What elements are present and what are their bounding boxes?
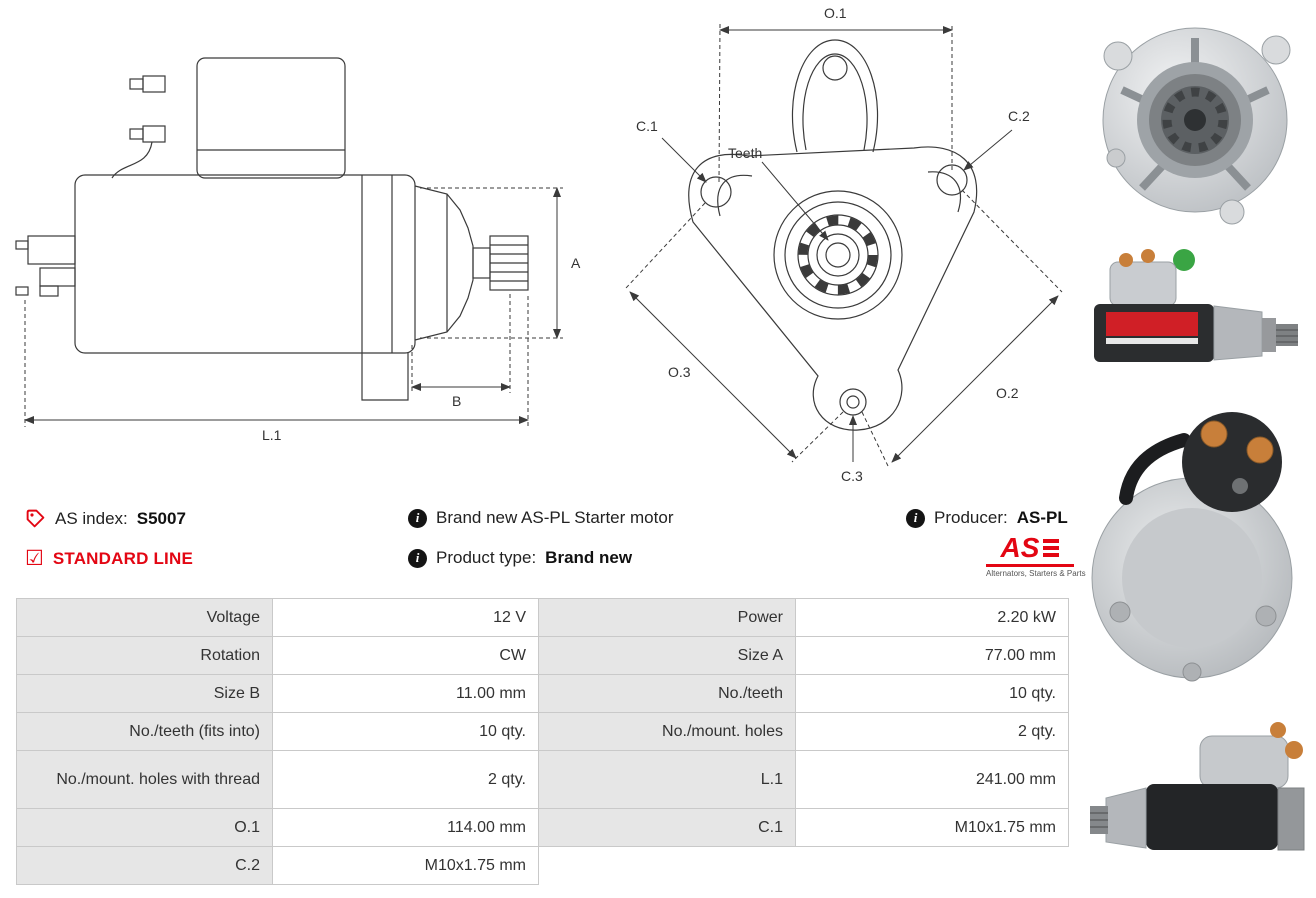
dim-label-c3: C.3 <box>841 468 863 484</box>
spec-label: No./teeth <box>538 674 796 713</box>
spec-value-empty <box>795 846 1069 885</box>
spec-row: C.2 M10x1.75 mm <box>16 846 1069 885</box>
spec-value: 241.00 mm <box>795 750 1069 809</box>
aspl-logo-tagline: Alternators, Starters & Parts <box>986 569 1086 578</box>
spec-value: 10 qty. <box>272 712 539 751</box>
spec-value: 10 qty. <box>795 674 1069 713</box>
standard-line-label: STANDARD LINE <box>52 548 193 568</box>
spec-label: C.1 <box>538 808 796 847</box>
product-photo-side-label <box>1094 249 1298 362</box>
spec-value: 2.20 kW <box>795 598 1069 637</box>
info-icon: i <box>408 548 427 568</box>
checkbox-icon: ☑ <box>25 547 44 570</box>
side-dimension-lines <box>24 187 563 427</box>
spec-label: No./teeth (fits into) <box>16 712 273 751</box>
spec-label: Size A <box>538 636 796 675</box>
spec-table: Voltage 12 V Power 2.20 kW Rotation CW S… <box>16 598 1069 885</box>
product-photo-front <box>1102 27 1291 225</box>
product-photo-rear <box>1091 412 1293 682</box>
spec-label: L.1 <box>538 750 796 809</box>
brand-new-text: Brand new AS-PL Starter motor <box>436 508 674 527</box>
aspl-logo: AS Alternators, Starters & Parts <box>986 532 1086 578</box>
aspl-logo-rule <box>986 564 1074 567</box>
producer-row: i Producer: AS-PL <box>906 508 1068 528</box>
product-type-label: Product type: <box>436 548 537 567</box>
spec-value: 77.00 mm <box>795 636 1069 675</box>
dim-label-c2: C.2 <box>1008 108 1030 124</box>
spec-label: No./mount. holes <box>538 712 796 751</box>
spec-label: Rotation <box>16 636 273 675</box>
spec-row: No./mount. holes with thread 2 qty. L.1 … <box>16 750 1069 809</box>
dim-label-teeth: Teeth <box>728 145 762 161</box>
dim-label-o2: O.2 <box>996 385 1019 401</box>
spec-value: M10x1.75 mm <box>272 846 539 885</box>
spec-value: M10x1.75 mm <box>795 808 1069 847</box>
info-icon: i <box>408 508 427 528</box>
aspl-logo-text: AS <box>1000 532 1040 563</box>
dim-label-b: B <box>452 393 461 409</box>
spec-value: 12 V <box>272 598 539 637</box>
spec-value: 114.00 mm <box>272 808 539 847</box>
standard-line-row: ☑ STANDARD LINE <box>25 548 193 569</box>
dim-label-c1: C.1 <box>636 118 658 134</box>
spec-row: O.1 114.00 mm C.1 M10x1.75 mm <box>16 808 1069 847</box>
spec-value: 2 qty. <box>272 750 539 809</box>
dim-label-a: A <box>571 255 581 271</box>
spec-label: Voltage <box>16 598 273 637</box>
product-photos-column <box>1080 0 1316 898</box>
info-icon: i <box>906 508 925 528</box>
spec-label: C.2 <box>16 846 273 885</box>
spec-label: O.1 <box>16 808 273 847</box>
technical-drawing-side-view: A B L.1 <box>15 57 581 443</box>
dim-label-l1: L.1 <box>262 427 282 443</box>
as-index-row: AS index: S5007 <box>25 508 186 529</box>
product-type-value: Brand new <box>545 548 633 567</box>
spec-label: Size B <box>16 674 273 713</box>
starter-side-outline <box>15 57 529 401</box>
brand-new-row: i Brand new AS-PL Starter motor <box>408 508 673 528</box>
dim-label-o1: O.1 <box>824 5 847 21</box>
starter-front-outline <box>688 39 978 431</box>
producer-label: Producer: <box>934 508 1008 527</box>
spec-row: No./teeth (fits into) 10 qty. No./mount.… <box>16 712 1069 751</box>
aspl-logo-stripes-icon <box>1043 539 1060 557</box>
spec-row: Rotation CW Size A 77.00 mm <box>16 636 1069 675</box>
spec-label: Power <box>538 598 796 637</box>
technical-drawing-front-view: O.1 C.1 C.2 Teeth O.3 O.2 C.3 <box>625 5 1063 484</box>
dim-label-o3: O.3 <box>668 364 691 380</box>
spec-row: Size B 11.00 mm No./teeth 10 qty. <box>16 674 1069 713</box>
tag-icon <box>26 509 45 528</box>
spec-label-empty <box>538 846 796 885</box>
spec-row: Voltage 12 V Power 2.20 kW <box>16 598 1069 637</box>
spec-label: No./mount. holes with thread <box>16 750 273 809</box>
product-type-row: i Product type: Brand new <box>408 548 632 568</box>
product-photo-side-profile <box>1090 722 1305 851</box>
spec-value: CW <box>272 636 539 675</box>
front-dimension-lines <box>625 23 1063 467</box>
spec-value: 2 qty. <box>795 712 1069 751</box>
as-index-label: AS index: <box>55 508 128 528</box>
spec-value: 11.00 mm <box>272 674 539 713</box>
producer-value: AS-PL <box>1016 508 1068 527</box>
as-index-value: S5007 <box>136 508 186 528</box>
